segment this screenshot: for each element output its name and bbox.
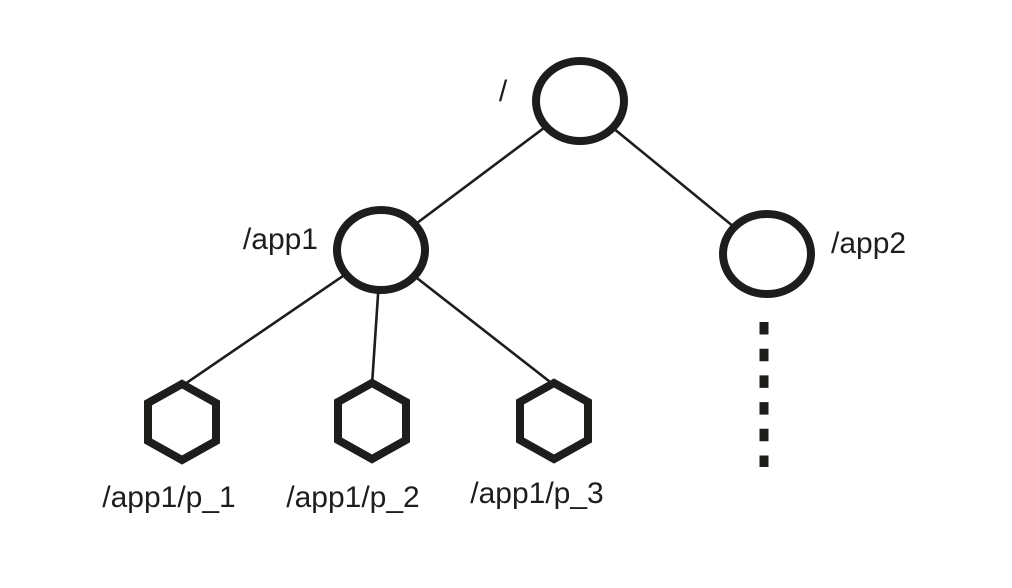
node-p3-hexagon [516,378,592,464]
node-root-circle [532,57,628,145]
node-p2-hexagon [334,378,410,464]
node-app1-circle [333,206,429,294]
label-p3: /app1/p_3 [470,477,603,510]
label-p2: /app1/p_2 [286,481,419,514]
label-app2: /app2 [831,227,906,260]
label-app1: /app1 [243,223,318,256]
label-p1: /app1/p_1 [102,481,235,514]
node-app2-circle [719,210,815,298]
label-root: / [499,75,508,108]
node-p1-hexagon [144,379,220,465]
